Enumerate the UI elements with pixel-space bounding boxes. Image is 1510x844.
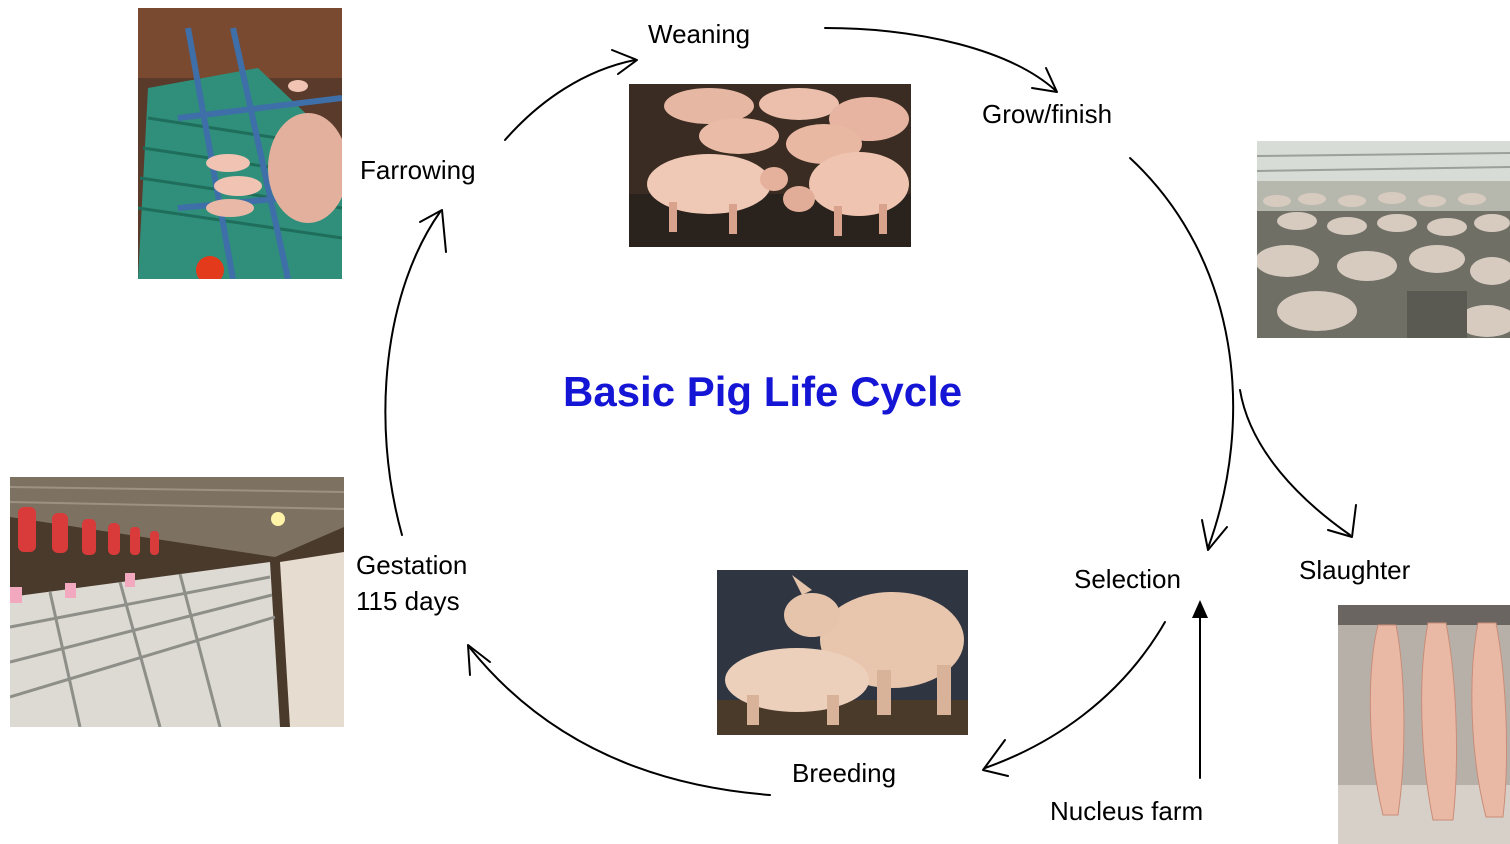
growfinish-to-selection-arrow	[1129, 157, 1235, 549]
breeding-to-gestation-arrowhead	[467, 644, 491, 676]
to-slaughter-arrow	[1239, 389, 1351, 536]
selection-label: Selection	[1074, 564, 1181, 594]
slaughter-label: Slaughter	[1299, 555, 1411, 585]
breeding-label: Breeding	[792, 758, 897, 788]
gestation-label: Gestation 115 days	[356, 547, 467, 619]
weaning-to-growfinish-arrowhead	[1031, 67, 1058, 93]
gestation-photo	[10, 477, 344, 727]
farrowing-to-weaning-arrowhead	[611, 49, 638, 75]
gestation-label-line1: Gestation	[356, 550, 468, 580]
to-slaughter-arrowhead	[1327, 504, 1357, 538]
growfinish-to-selection-arrowhead	[1201, 519, 1228, 551]
farrowing-label: Farrowing	[360, 155, 476, 185]
weaning-label: Weaning	[648, 19, 751, 49]
gestation-to-farrowing-arrow	[384, 211, 441, 536]
nucleus-farm-label: Nucleus farm	[1050, 796, 1204, 826]
gestation-to-farrowing-arrowhead	[419, 209, 447, 253]
grow-finish-label: Grow/finish	[982, 99, 1113, 129]
slaughter-photo	[1338, 605, 1510, 844]
gestation-label-line2: 115 days	[356, 586, 460, 616]
selection-to-breeding-arrow	[984, 621, 1166, 769]
nucleus-to-selection-arrowhead	[1192, 600, 1208, 618]
diagram-title: Basic Pig Life Cycle	[563, 368, 963, 415]
farrowing-to-weaning-arrow	[504, 59, 636, 141]
selection-to-breeding-arrowhead	[982, 739, 1009, 777]
breeding-photo	[717, 570, 968, 735]
weaning-to-growfinish-arrow	[824, 27, 1056, 91]
breeding-to-gestation-arrow	[469, 647, 771, 796]
grow-finish-photo	[1257, 141, 1510, 338]
weaning-photo	[629, 84, 911, 247]
farrowing-photo	[138, 8, 342, 279]
